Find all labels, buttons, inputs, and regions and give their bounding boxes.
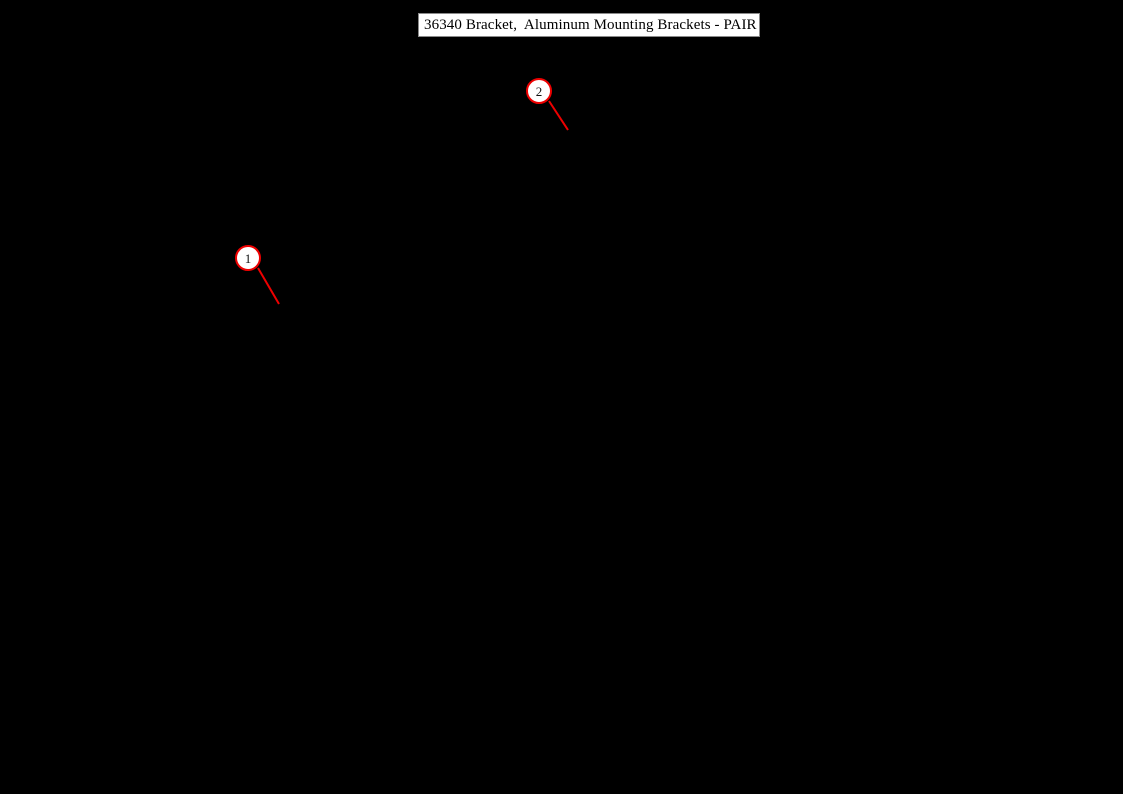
callout-marker-1[interactable]: 1 — [235, 245, 261, 271]
leader-line-2 — [548, 100, 569, 131]
callout-number-1: 1 — [244, 250, 252, 266]
title-plate: 36340 Bracket, Aluminum Mounting Bracket… — [418, 13, 760, 37]
callout-number-2: 2 — [535, 83, 543, 99]
callout-marker-2[interactable]: 2 — [526, 78, 552, 104]
leader-line-1 — [257, 267, 280, 305]
title-plate-text: 36340 Bracket, Aluminum Mounting Bracket… — [424, 16, 757, 33]
